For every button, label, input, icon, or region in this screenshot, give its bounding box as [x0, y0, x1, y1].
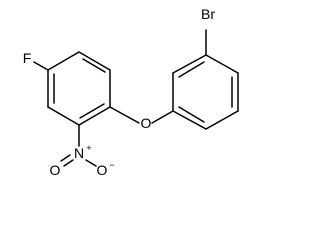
bond-c-o — [109, 106, 140, 124]
bond — [78, 51, 111, 71]
fluorine-label: F — [23, 50, 32, 66]
bond-inner — [82, 58, 106, 73]
bond — [172, 54, 207, 74]
bond — [78, 106, 111, 126]
bond-n-o-double-2 — [60, 154, 71, 162]
bond-n-o-double — [63, 159, 74, 167]
bond-n-o-single — [85, 159, 97, 167]
nitro-oxygen-double-label: O — [50, 162, 61, 178]
structure-canvas: F Br O N O O + − — [23, 6, 239, 178]
molecule-drawing: F Br O N O O + − — [23, 6, 239, 178]
bond — [205, 110, 239, 130]
atom-labels: F Br O N O O — [23, 6, 216, 178]
nitro-plus-charge: + — [86, 143, 91, 153]
bond-c-f — [33, 61, 49, 71]
bond — [205, 54, 239, 74]
bond — [47, 106, 80, 126]
ether-oxygen-label: O — [141, 115, 152, 131]
bromine-label: Br — [201, 6, 215, 22]
bonds — [33, 29, 239, 167]
bond-inner — [178, 61, 205, 78]
nitro-oxygen-single-label: O — [97, 162, 108, 178]
bond — [172, 110, 207, 130]
bond-inner — [79, 103, 105, 119]
bond-inner — [178, 106, 205, 123]
nitro-nitrogen-label: N — [74, 145, 84, 161]
nitro-minus-charge: − — [109, 160, 114, 170]
bond-o-c — [151, 110, 174, 124]
bond — [47, 51, 80, 71]
charge-labels: + − — [86, 143, 114, 170]
